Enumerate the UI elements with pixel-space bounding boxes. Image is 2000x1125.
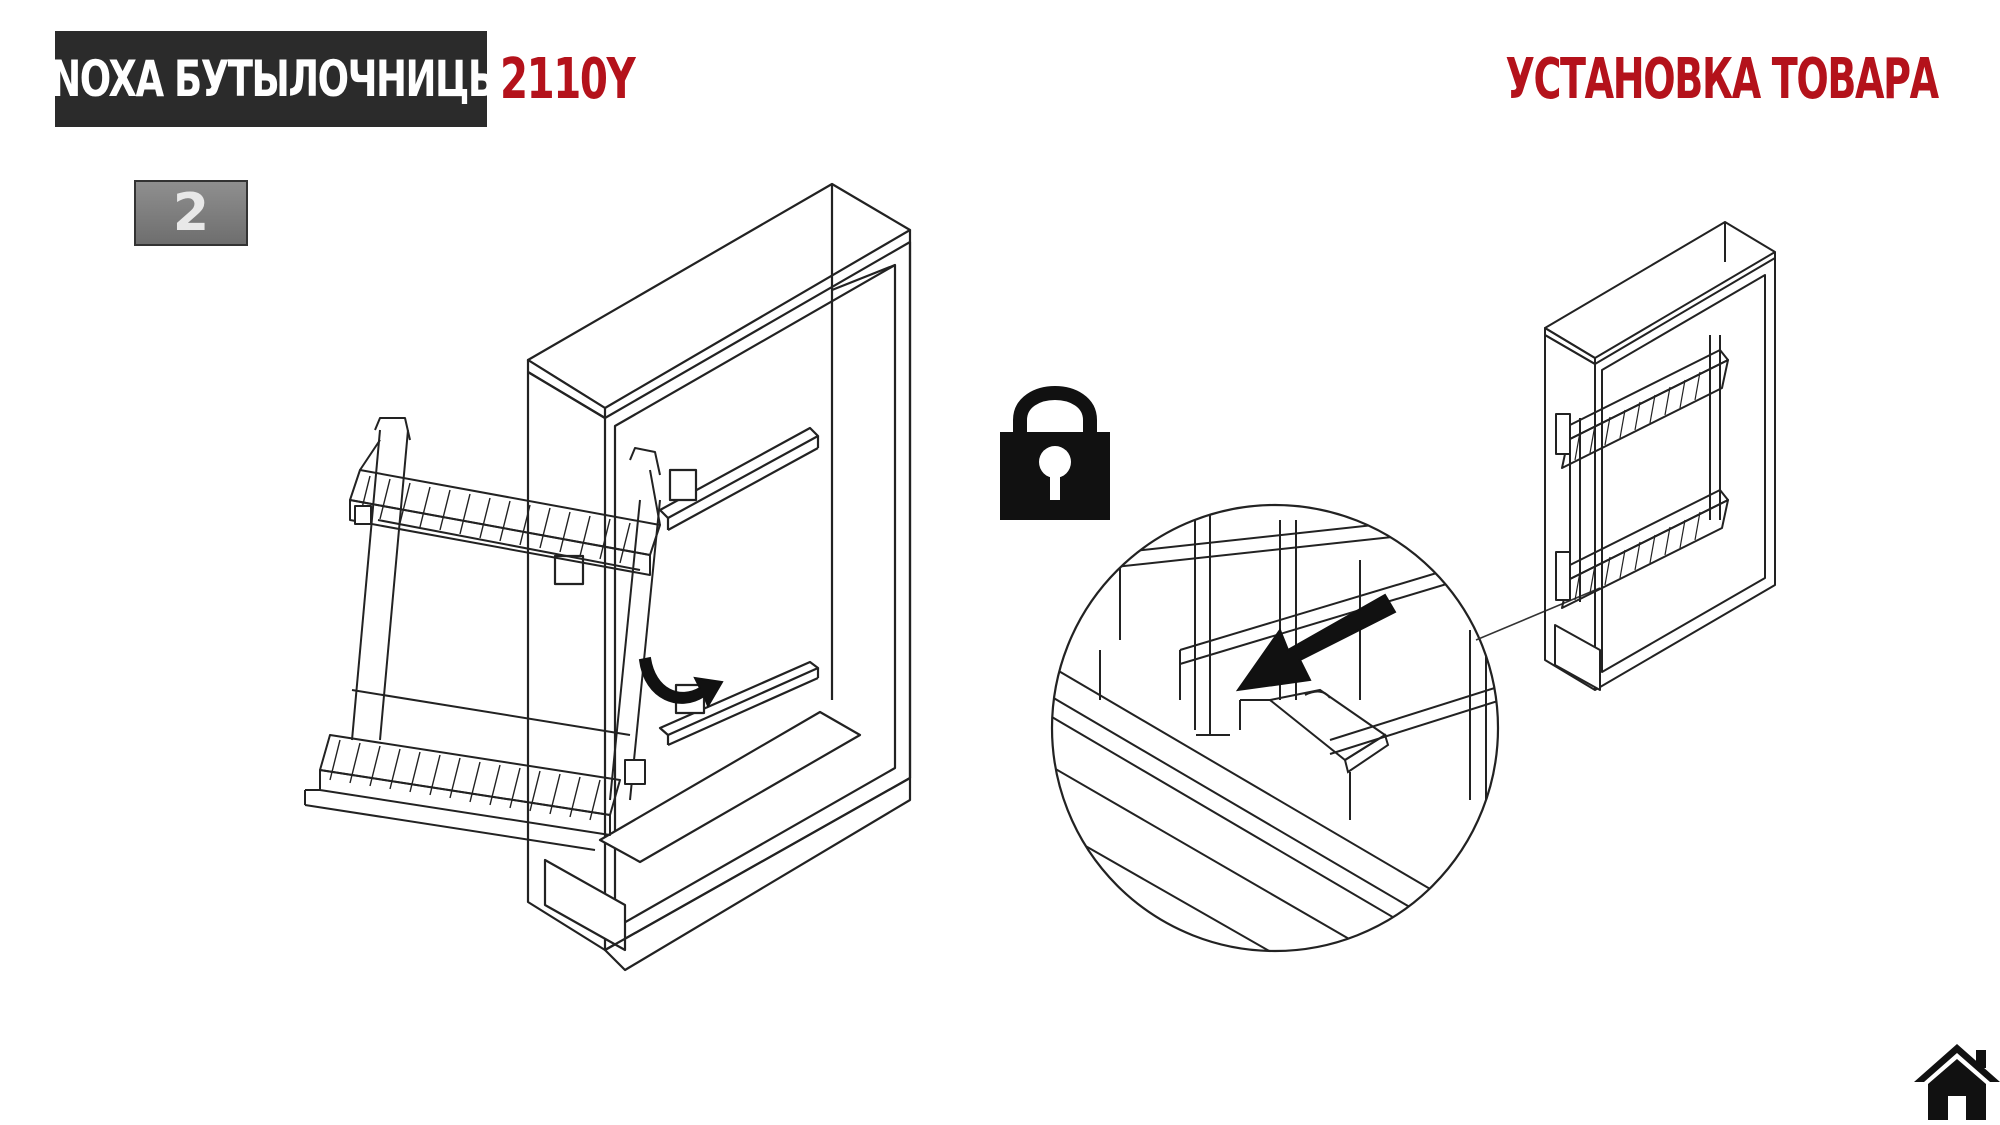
zoom-detail: [1050, 503, 1601, 953]
step-badge: 2: [134, 180, 248, 246]
lock-icon: [1000, 386, 1110, 520]
pullout-basket-left: [304, 417, 661, 851]
model-code: 2110Y: [500, 47, 636, 112]
brand-box: INOXA БУТЫЛОЧНИЦЫ: [38, 31, 506, 127]
cabinet-right: [1544, 221, 1776, 691]
cabinet-left: [526, 182, 912, 972]
curved-arrow-icon: [638, 656, 724, 709]
section-title: УСТАНОВКА ТОВАРА: [1505, 47, 1940, 112]
home-icon[interactable]: [1912, 1040, 2000, 1122]
brand-title: INOXA БУТЫЛОЧНИЦЫ: [37, 50, 506, 108]
direction-arrow-icon: [1235, 593, 1397, 692]
